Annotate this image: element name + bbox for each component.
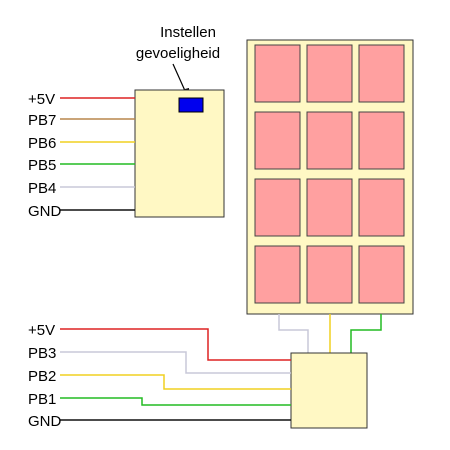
keypad-keys [254, 44, 405, 304]
wire-driver-5v [60, 328, 291, 361]
wire-driver-pb2 [60, 374, 291, 390]
keypad-key[interactable] [306, 178, 353, 237]
annotation-pointer [172, 63, 187, 94]
keypad-key[interactable] [306, 44, 353, 103]
keypad-key[interactable] [358, 111, 405, 170]
driver-wires [60, 328, 291, 421]
wire-keypad-gray [278, 314, 309, 353]
keypad-key[interactable] [358, 245, 405, 304]
keypad-key[interactable] [254, 44, 301, 103]
pin-label: PB4 [28, 180, 56, 197]
wire-driver-pb3 [60, 351, 291, 374]
keypad-key[interactable] [358, 178, 405, 237]
pin-label: +5V [28, 91, 55, 108]
keypad-key[interactable] [358, 44, 405, 103]
driver-module [290, 352, 368, 429]
pin-label: PB5 [28, 157, 56, 174]
keypad-wires [278, 314, 382, 353]
pin-label: PB7 [28, 112, 56, 129]
pin-label: GND [28, 203, 62, 220]
pin-label: GND [28, 413, 62, 430]
keypad-key[interactable] [254, 111, 301, 170]
pin-label: PB6 [28, 135, 56, 152]
keypad-key[interactable] [254, 245, 301, 304]
potentiometer-icon[interactable] [178, 97, 204, 113]
keypad-key[interactable] [306, 245, 353, 304]
pin-label: +5V [28, 322, 55, 339]
pin-label: PB1 [28, 391, 56, 408]
keypad-key[interactable] [306, 111, 353, 170]
sensor-wires [60, 97, 135, 211]
pin-label: PB3 [28, 345, 56, 362]
wire-keypad-green [350, 314, 382, 353]
annotation-line-2: gevoeligheid [136, 45, 220, 62]
keypad-key[interactable] [254, 178, 301, 237]
wire-driver-pb1 [60, 397, 291, 406]
pin-label: PB2 [28, 368, 56, 385]
annotation-line-1: Instellen [160, 24, 216, 41]
